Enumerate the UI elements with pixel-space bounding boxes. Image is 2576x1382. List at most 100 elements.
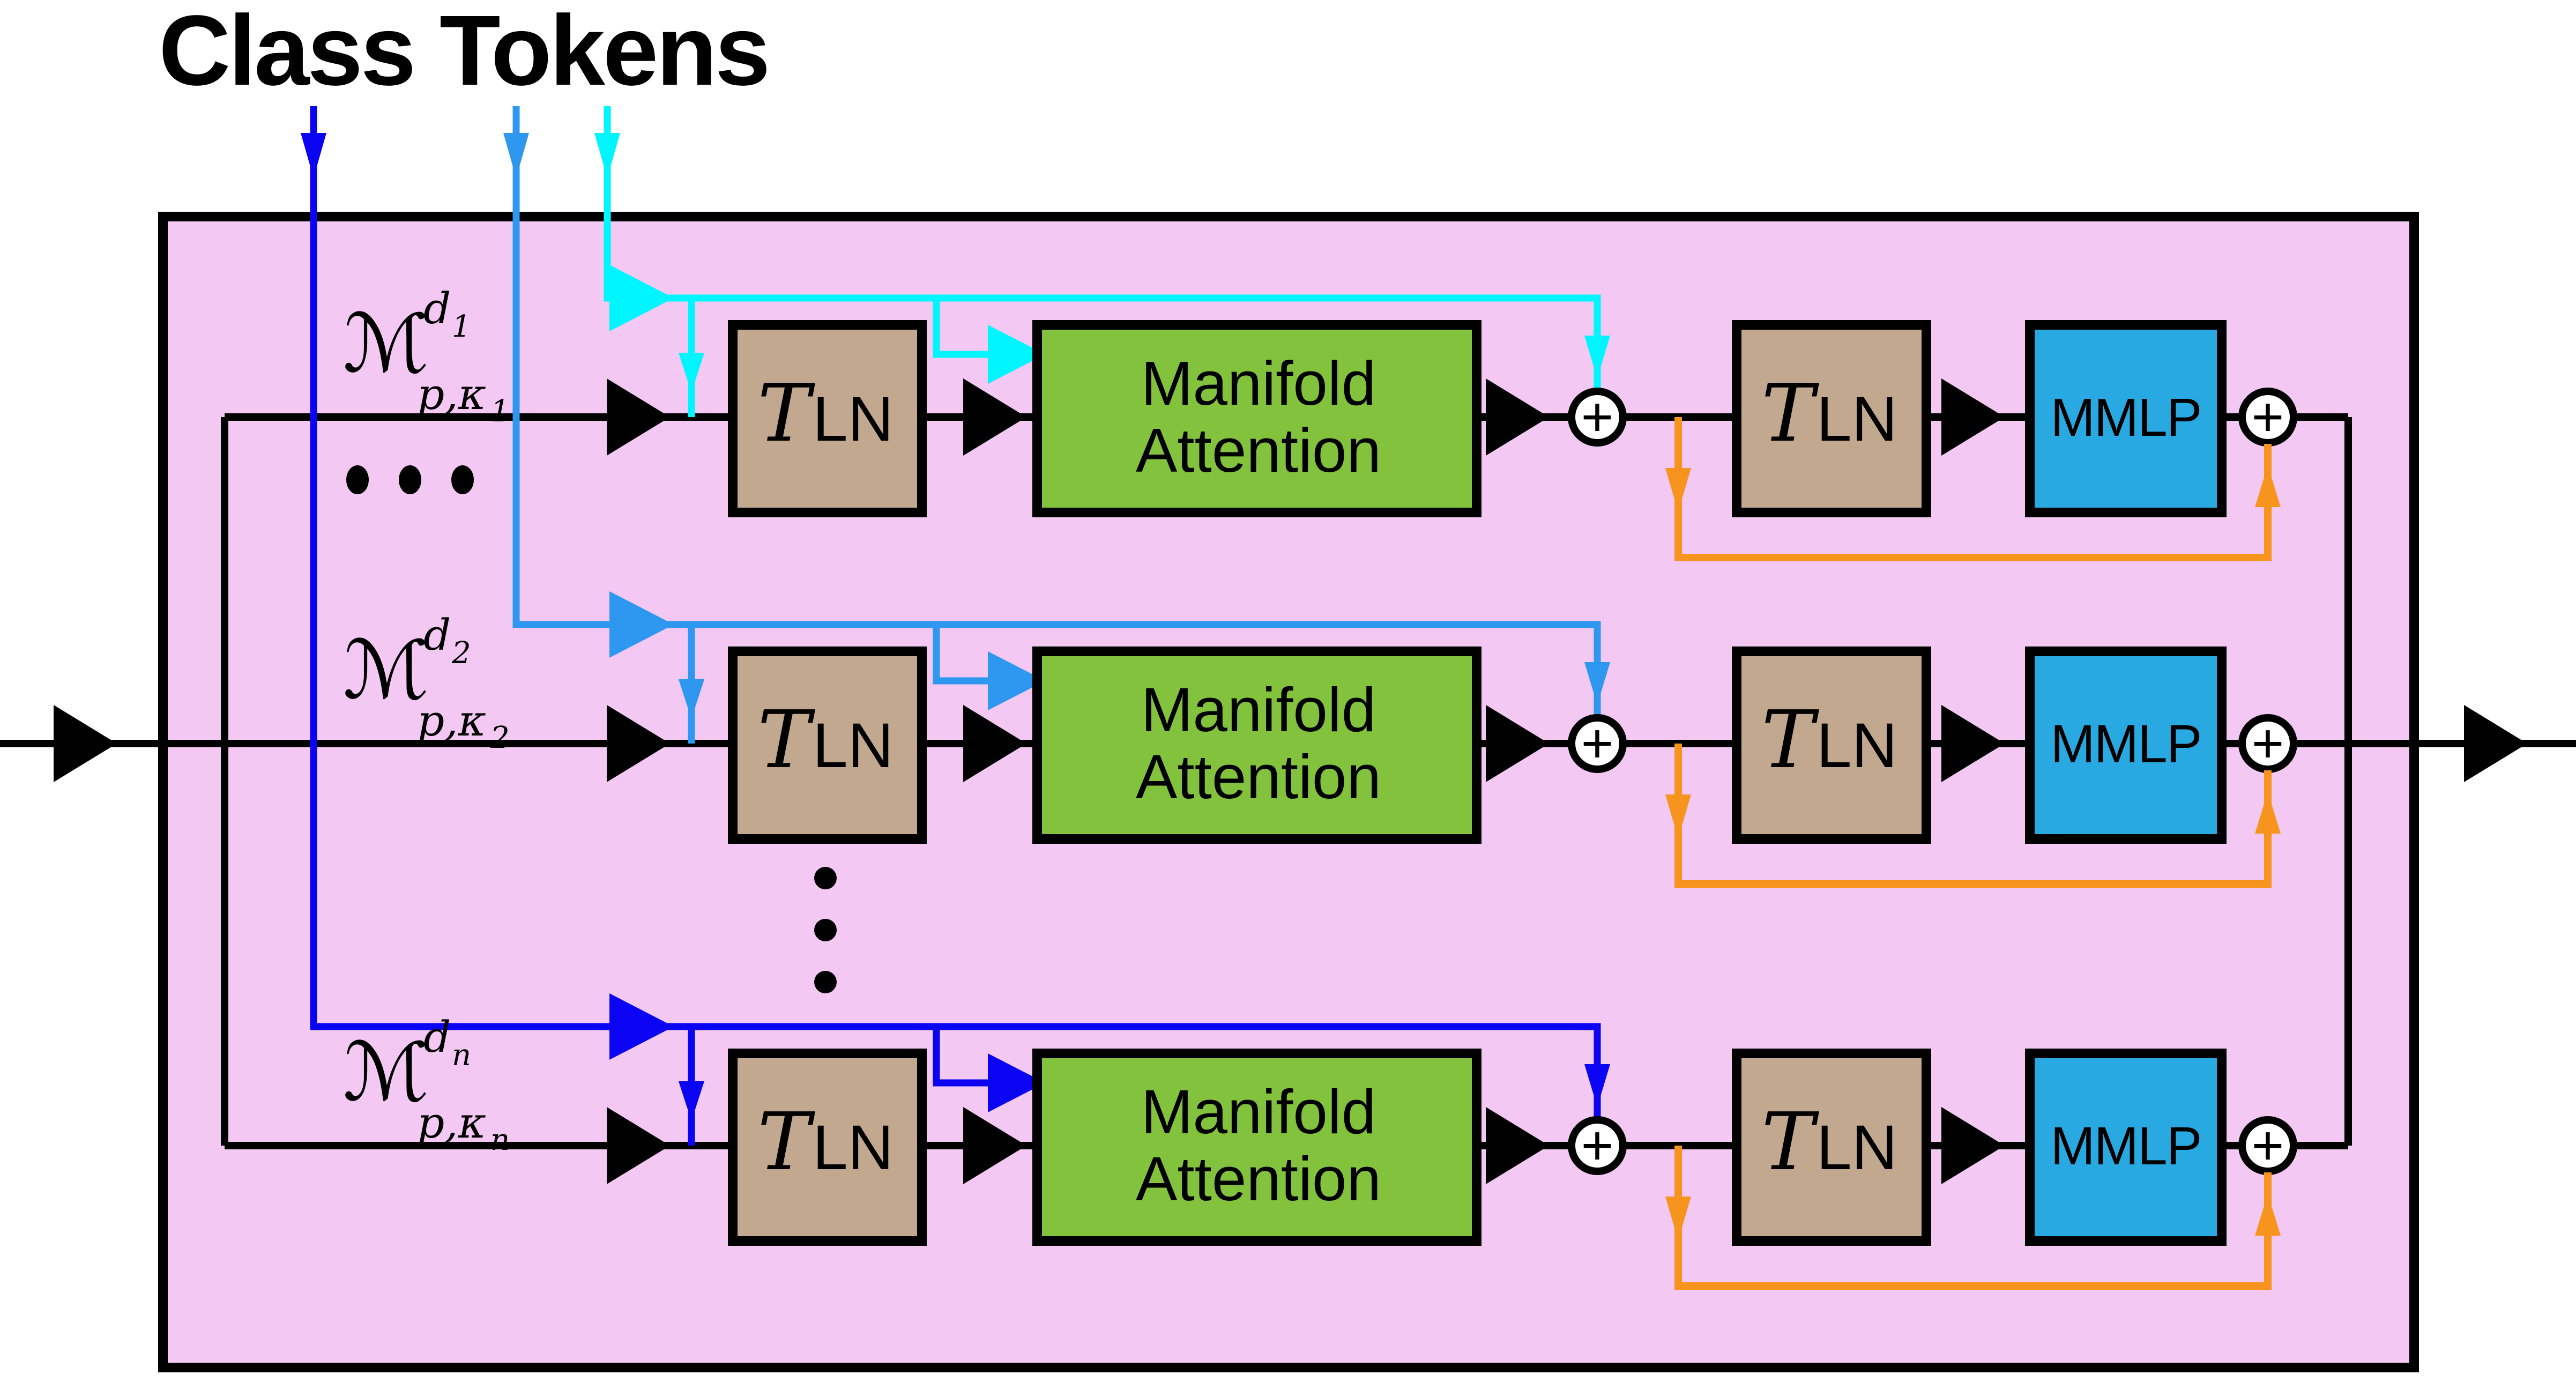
manifold-superscript: d: [423, 1012, 451, 1062]
tln-label: TLN: [757, 1096, 894, 1188]
plus-icon: +: [1581, 386, 1614, 448]
ellipsis-dot: [346, 465, 369, 494]
flow-arrowhead-icon: [1941, 378, 2005, 456]
manifold-label: ℳ d 2 p,κ 2: [343, 610, 510, 755]
plus-icon: +: [2252, 712, 2284, 775]
tln-label: TLN: [1761, 367, 1897, 459]
manifold-attention-block: [1032, 1049, 1481, 1246]
ellipsis-dot: [399, 465, 421, 494]
flow-arrowhead-icon: [607, 705, 670, 782]
manifold-attention-label-line2: Attention: [1136, 415, 1381, 485]
manifold-superscript-index: 1: [452, 309, 471, 344]
mmlp-block: [2025, 320, 2227, 517]
tln-block: [1732, 320, 1931, 517]
token-attention-branch: [933, 298, 1007, 358]
manifold-symbol: ℳ: [343, 298, 429, 391]
stream-row-n: ℳ d n p,κ n TLN Manifold Attention + TLN…: [225, 106, 2348, 1290]
input-arrowhead-icon: [54, 705, 117, 782]
ellipsis-dot: [814, 971, 837, 993]
token-concat-arrowhead-icon: [679, 353, 704, 392]
tln-block: [728, 647, 927, 844]
token-add-arrowhead-icon: [1584, 662, 1610, 705]
flow-arrowhead-icon: [607, 378, 670, 456]
plus-icon: +: [2252, 1114, 2284, 1177]
plus-icon: +: [1581, 712, 1614, 775]
token-add-arrowhead-icon: [1584, 1064, 1610, 1107]
manifold-superscript-index: n: [452, 1038, 471, 1073]
flow-arrowhead-icon: [1486, 378, 1549, 456]
residual-add-node: [2238, 388, 2297, 447]
token-rail-arrowhead-icon: [609, 265, 674, 331]
residual-add-node: [1568, 714, 1627, 773]
flow-arrowhead-icon: [1941, 1107, 2005, 1184]
manifold-label: ℳ d n p,κ n: [343, 1012, 510, 1157]
ellipsis-dot: [814, 867, 837, 889]
stream-row-2: ℳ d 2 p,κ 2 TLN Manifold Attention + TLN…: [0, 106, 2576, 888]
tln-block: [1732, 647, 1931, 844]
manifold-subscript: p,κ: [417, 369, 486, 419]
class-token-arrowhead-icon: [301, 133, 326, 178]
residual-up-arrowhead-icon: [2255, 792, 2281, 834]
plus-icon: +: [1581, 1114, 1614, 1177]
output-arrowhead-icon: [2464, 705, 2527, 782]
flow-arrowhead-icon: [1941, 705, 2005, 782]
tln-label: TLN: [757, 367, 894, 459]
ellipsis-dot: [814, 919, 837, 941]
tln-label: TLN: [757, 694, 894, 786]
plus-icon: +: [2252, 386, 2284, 448]
manifold-attention-block: [1032, 647, 1481, 844]
manifold-superscript: d: [423, 610, 451, 660]
manifold-subscript-index: 2: [490, 720, 510, 755]
figure-title: Class Tokens: [159, 0, 768, 106]
token-rail-arrowhead-icon: [609, 993, 674, 1060]
manifold-label: ℳ d 1 p,κ 1: [343, 284, 510, 429]
token-attention-arrowhead-icon: [988, 1053, 1045, 1112]
flow-arrowhead-icon: [963, 1107, 1026, 1184]
residual-add-node: [1568, 1116, 1627, 1175]
token-add-arrowhead-icon: [1584, 336, 1610, 378]
manifold-symbol: ℳ: [343, 624, 429, 717]
token-attention-arrowhead-icon: [988, 651, 1045, 710]
mmlp-block: [2025, 1049, 2227, 1246]
residual-up-arrowhead-icon: [2255, 465, 2281, 507]
flow-arrowhead-icon: [1486, 705, 1549, 782]
mmlp-block: [2025, 647, 2227, 844]
tln-block: [1732, 1049, 1931, 1246]
manifold-subscript: p,κ: [417, 1098, 486, 1148]
ellipsis-dot: [451, 465, 474, 494]
tln-label: TLN: [1761, 694, 1897, 786]
tln-block: [728, 320, 927, 517]
manifold-attention-label-line1: Manifold: [1141, 1077, 1376, 1147]
residual-add-node: [2238, 1116, 2297, 1175]
flow-arrowhead-icon: [1486, 1107, 1549, 1184]
flow-arrowhead-icon: [607, 1107, 670, 1184]
residual-down-arrowhead-icon: [1665, 1197, 1691, 1240]
manifold-superscript: d: [423, 284, 451, 333]
class-token-arrowhead-icon: [594, 133, 620, 178]
tln-block: [728, 1049, 927, 1246]
mmlp-label: MMLP: [2051, 1116, 2201, 1176]
manifold-attention-label-line2: Attention: [1136, 1144, 1381, 1214]
token-concat-arrowhead-icon: [679, 679, 704, 719]
manifold-attention-label-line2: Attention: [1136, 742, 1381, 812]
manifold-attention-block: [1032, 320, 1481, 517]
token-attention-branch: [933, 625, 1007, 685]
token-attention-branch: [933, 1027, 1007, 1087]
stream-row-1: ℳ d 1 p,κ 1 TLN Manifold Attention + TLN…: [225, 106, 2348, 561]
flow-arrowhead-icon: [963, 378, 1026, 456]
token-rail-arrowhead-icon: [609, 591, 674, 658]
residual-up-arrowhead-icon: [2255, 1194, 2281, 1236]
manifold-attention-label-line1: Manifold: [1141, 675, 1376, 745]
token-concat-arrowhead-icon: [679, 1081, 704, 1121]
manifold-subscript: p,κ: [417, 696, 486, 746]
token-attention-arrowhead-icon: [988, 325, 1045, 384]
flow-arrowhead-icon: [963, 705, 1026, 782]
residual-down-arrowhead-icon: [1665, 468, 1691, 512]
mmlp-label: MMLP: [2051, 714, 2201, 774]
mmlp-label: MMLP: [2051, 388, 2201, 448]
row-ellipsis-vertical: [814, 867, 837, 993]
manifold-attention-label-line1: Manifold: [1141, 348, 1376, 418]
tln-label: TLN: [1761, 1096, 1897, 1188]
